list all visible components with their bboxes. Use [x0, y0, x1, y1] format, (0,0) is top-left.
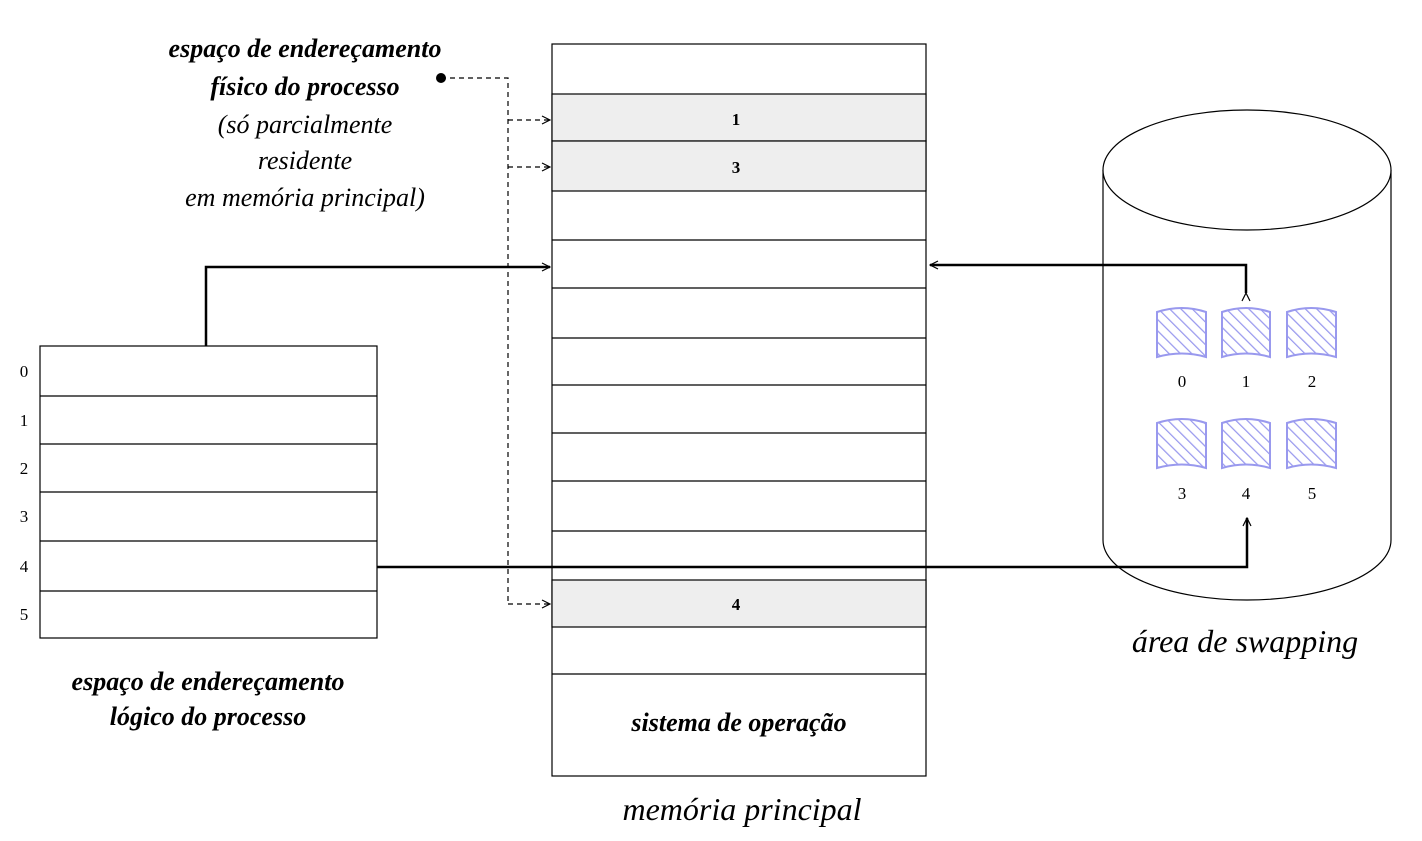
logical-row-label-2: 2	[20, 459, 29, 478]
logical-row-label-1: 1	[20, 411, 29, 430]
physical-space-label-line4: residente	[258, 146, 352, 175]
logical-row-label-4: 4	[20, 557, 29, 576]
os-region-label: sistema de operação	[630, 708, 846, 737]
arrow-logical-to-memory	[204, 267, 550, 346]
swap-page-label-4: 4	[1242, 484, 1251, 503]
logical-space: 0 1 2 3 4 5 espaço de endereçamento lógi…	[20, 345, 378, 731]
logical-row-label-5: 5	[20, 605, 29, 624]
swap-page-icon-1	[1221, 307, 1271, 359]
swap-page-icon-3	[1156, 418, 1207, 470]
swap-area-caption: área de swapping	[1132, 623, 1358, 659]
swap-page-icons	[1156, 307, 1337, 470]
physical-space-label-line5: em memória principal)	[185, 183, 425, 212]
logical-space-caption-line2: lógico do processo	[110, 702, 306, 731]
main-memory: 1 3 4 sistema de operação	[551, 43, 927, 777]
main-memory-caption: memória principal	[622, 791, 861, 827]
arrow-logical-to-swap	[377, 518, 1247, 569]
swap-cylinder-top	[1102, 109, 1392, 231]
logical-space-caption-line1: espaço de endereçamento	[72, 667, 345, 696]
logical-row-label-3: 3	[20, 507, 29, 526]
arrow-swap-exchange	[930, 265, 1246, 293]
memory-frame-label-1: 1	[732, 110, 741, 129]
physical-space-connector	[436, 73, 550, 604]
memory-frame-label-3: 3	[732, 158, 741, 177]
connector-main-line	[441, 77, 509, 604]
swap-page-icon-5	[1286, 418, 1337, 470]
memory-frame-lines	[552, 239, 926, 675]
memory-frame-highlight-3	[551, 140, 927, 192]
swap-page-label-0: 0	[1178, 372, 1187, 391]
swap-page-label-5: 5	[1308, 484, 1317, 503]
physical-space-label-line3: (só parcialmente	[218, 110, 393, 139]
swap-page-label-1: 1	[1242, 372, 1251, 391]
swap-page-icon-0	[1156, 307, 1207, 359]
physical-space-label: espaço de endereçamento físico do proces…	[169, 34, 442, 212]
memory-frame-label-4: 4	[732, 595, 741, 614]
physical-space-label-line2: físico do processo	[210, 72, 399, 101]
swap-page-label-3: 3	[1178, 484, 1187, 503]
swap-page-icon-2	[1286, 307, 1337, 359]
swap-page-icon-4	[1221, 418, 1271, 470]
physical-space-label-line1: espaço de endereçamento	[169, 34, 442, 63]
memory-frame-highlight-4	[551, 579, 927, 628]
swap-page-label-2: 2	[1308, 372, 1317, 391]
logical-row-label-0: 0	[20, 362, 29, 381]
